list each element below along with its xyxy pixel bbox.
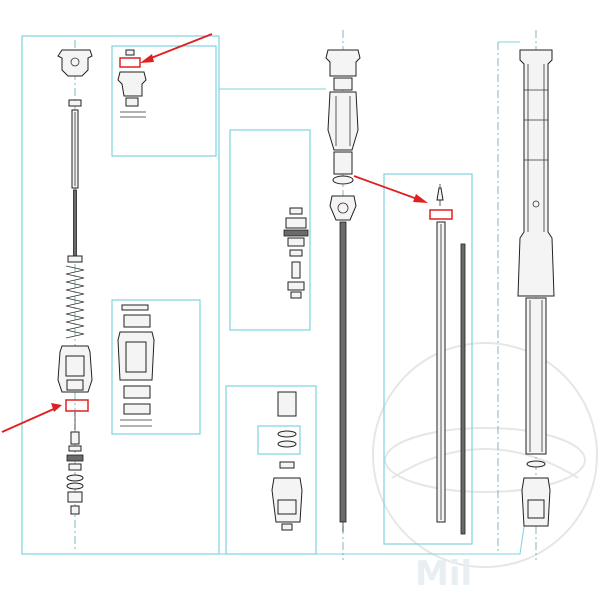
callout-arrow-left-cartridge [1,403,62,433]
highlight-top-cap [119,57,141,68]
top-cap-detail [117,49,147,118]
seal-detail-frame [257,425,301,455]
watermark-text: Mil [415,554,472,594]
top-cap-detail-frame [111,45,217,157]
watermark-logo: Mil [372,342,598,594]
cartridge-detail-frame [111,299,201,435]
lower-detail [271,391,303,531]
left-fork-stack [57,49,93,515]
center-fork-stack [325,49,361,532]
left-assembly-frame [21,35,220,555]
leader-line [219,519,526,555]
callout-arrow-top-cap [140,33,213,63]
lower-detail-frame [225,385,317,555]
cartridge-detail [117,304,155,427]
highlight-needle-rod [429,209,453,220]
valve-detail [283,207,309,299]
highlight-left-cartridge [65,399,89,412]
right-fork-tube [517,49,555,527]
rod-detail-frame [383,173,473,545]
callout-arrow-needle-rod [353,175,428,203]
needle-rod-detail [429,184,466,535]
valve-detail-frame [229,129,311,331]
